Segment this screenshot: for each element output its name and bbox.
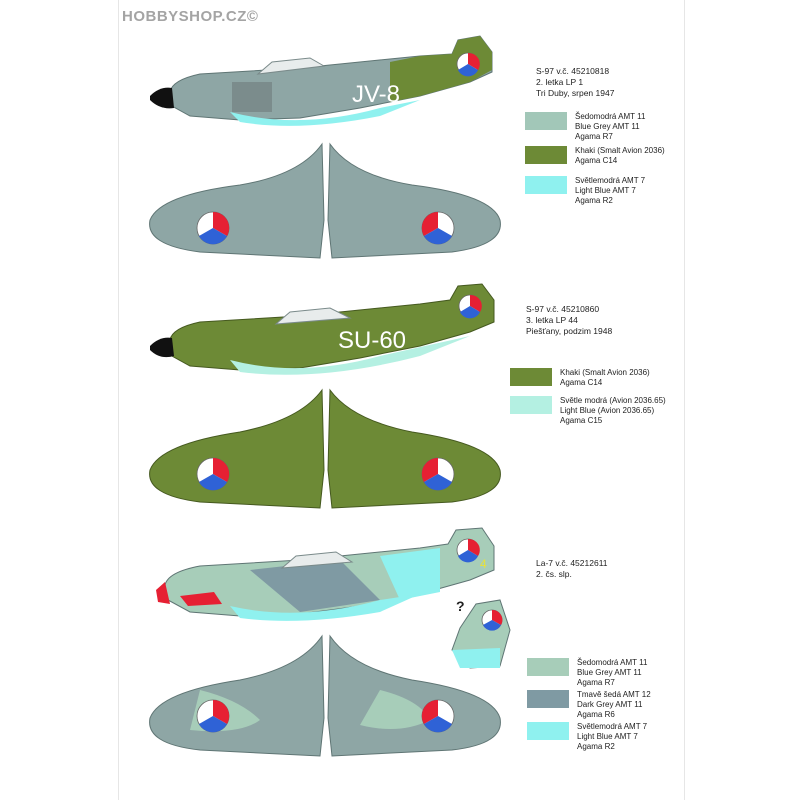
swatch-label: Light Blue (Avion 2036.65) <box>560 406 655 415</box>
swatch-label: Světlemodrá AMT 7 <box>575 176 646 185</box>
aircraft-3-tail-number: 4 <box>480 557 487 571</box>
swatch-label: Dark Grey AMT 11 <box>577 700 643 709</box>
scheme-2-swatch-2: Světle modrá (Avion 2036.65)Light Blue (… <box>510 396 666 426</box>
caption-line: Tri Duby, srpen 1947 <box>536 88 615 98</box>
color-swatch <box>510 396 552 414</box>
color-swatch <box>525 146 567 164</box>
swatch-label: Blue Grey AMT 11 <box>575 122 640 131</box>
aircraft-2-side: SU-60 <box>150 283 495 375</box>
scheme-2-swatch-1: Khaki (Smalt Avion 2036)Agama C14 <box>510 368 650 388</box>
swatch-label: Agama C15 <box>560 416 603 425</box>
color-swatch <box>510 368 552 386</box>
swatch-label: Šedomodrá AMT 11 <box>575 112 646 121</box>
aircraft-2-wings <box>149 388 501 509</box>
caption-line: Piešťany, podzim 1948 <box>526 326 613 336</box>
swatch-label: Agama R6 <box>577 710 615 719</box>
caption-line: S-97 v.č. 45210818 <box>536 66 610 76</box>
decal-sheet <box>118 0 685 800</box>
color-swatch <box>527 658 569 676</box>
question-mark: ? <box>456 598 465 614</box>
color-swatch <box>525 112 567 130</box>
swatch-label: Khaki (Smalt Avion 2036) <box>560 368 650 377</box>
brand-watermark: HOBBYSHOP.CZ© <box>122 8 259 25</box>
color-swatch <box>525 176 567 194</box>
scheme-2-caption: S-97 v.č. 45210860 3. letka LP 44 Piešťa… <box>526 304 612 337</box>
aircraft-3-side: 4 <box>156 527 495 621</box>
aircraft-1-side: JV-8 <box>150 35 493 126</box>
aircraft-3-tail-detail <box>451 599 511 669</box>
swatch-label: Light Blue AMT 7 <box>575 186 636 195</box>
swatch-label: Agama R7 <box>577 678 615 687</box>
swatch-label: Agama R2 <box>577 742 615 751</box>
scheme-1-caption: S-97 v.č. 45210818 2. letka LP 1 Tri Dub… <box>536 66 614 99</box>
aircraft-1-code: JV-8 <box>352 81 400 108</box>
caption-line: 2. čs. slp. <box>536 569 572 579</box>
caption-line: 3. letka LP 44 <box>526 315 578 325</box>
swatch-label: Světle modrá (Avion 2036.65) <box>560 396 666 405</box>
aircraft-3-wings <box>149 634 501 757</box>
color-swatch <box>527 690 569 708</box>
swatch-label: Agama R7 <box>575 132 613 141</box>
swatch-label: Blue Grey AMT 11 <box>577 668 642 677</box>
caption-line: 2. letka LP 1 <box>536 77 584 87</box>
caption-line: S-97 v.č. 45210860 <box>526 304 600 314</box>
swatch-label: Agama R2 <box>575 196 613 205</box>
scheme-3-caption: La-7 v.č. 45212611 2. čs. slp. <box>536 558 608 580</box>
color-swatch <box>527 722 569 740</box>
aircraft-1-wings <box>149 142 501 259</box>
swatch-label: Light Blue AMT 7 <box>577 732 638 741</box>
swatch-label: Agama C14 <box>575 156 618 165</box>
aircraft-2-code: SU-60 <box>338 327 406 354</box>
swatch-label: Agama C14 <box>560 378 603 387</box>
swatch-label: Tmavě šedá AMT 12 <box>577 690 651 699</box>
caption-line: La-7 v.č. 45212611 <box>536 558 608 568</box>
swatch-label: Khaki (Smalt Avion 2036) <box>575 146 665 155</box>
swatch-label: Světlemodrá AMT 7 <box>577 722 648 731</box>
scheme-1-swatch-2: Khaki (Smalt Avion 2036)Agama C14 <box>525 146 665 166</box>
swatch-label: Šedomodrá AMT 11 <box>577 658 648 667</box>
